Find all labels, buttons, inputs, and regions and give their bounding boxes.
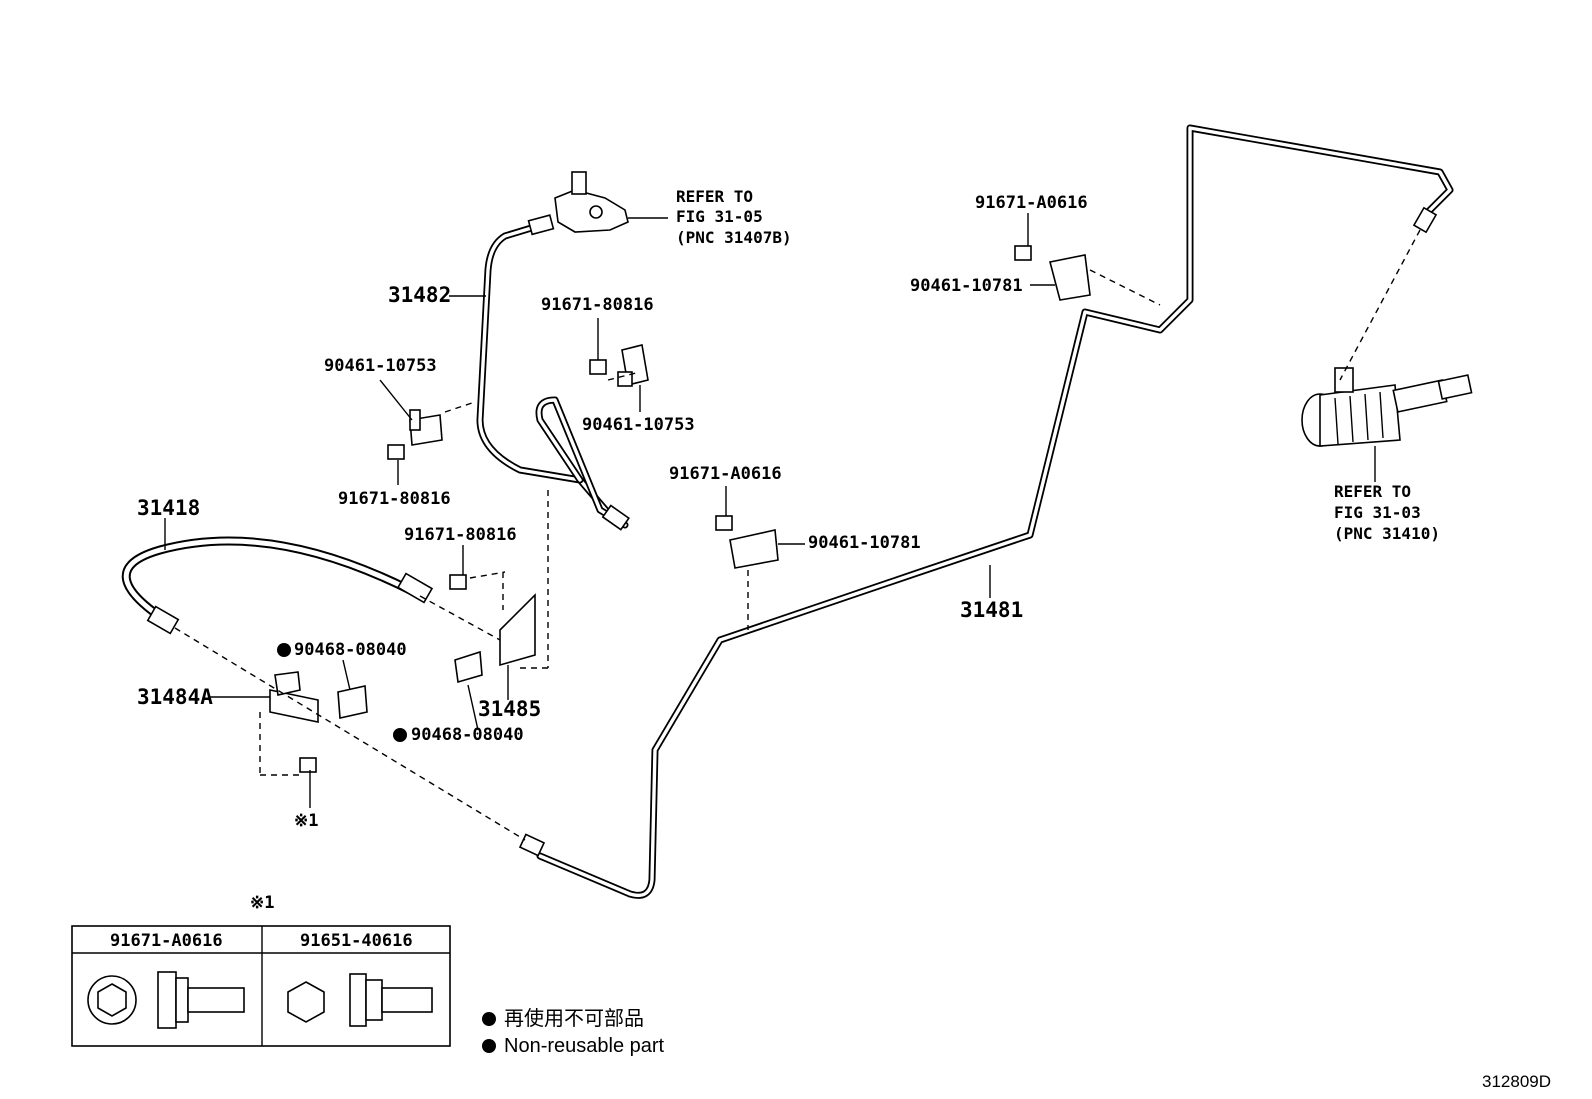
hose-31418 xyxy=(121,536,434,635)
clamp-left-upper xyxy=(409,409,443,446)
dashed-lines xyxy=(174,229,1421,841)
legend-jp: 再使用不可部品 xyxy=(482,1002,664,1031)
table-col1-header: 91671-A0616 xyxy=(110,931,223,951)
clamp-top xyxy=(1014,245,1091,301)
label-note1: ※1 xyxy=(294,811,318,831)
hex-head-icon xyxy=(287,981,325,1023)
label-clip-c: 91671-80816 xyxy=(404,525,517,545)
bracket-31484A xyxy=(269,671,368,723)
non-reusable-dot xyxy=(277,643,291,657)
clamp-center-upper xyxy=(617,344,649,387)
table-note: ※1 xyxy=(250,893,274,913)
label-clip-a: 91671-80816 xyxy=(541,295,654,315)
master-cylinder xyxy=(1301,367,1473,482)
label-washer-a: 90468-08040 xyxy=(294,640,407,660)
refer-right-line1: REFER TO xyxy=(1334,482,1411,501)
label-31418: 31418 xyxy=(137,496,200,520)
label-31485: 31485 xyxy=(478,697,541,721)
label-clamp-b: 90461-10753 xyxy=(582,415,695,435)
pipe-31482 xyxy=(476,214,630,531)
leader-lines xyxy=(164,213,1055,808)
dot-icon xyxy=(482,1012,496,1026)
label-clamp-a: 90461-10753 xyxy=(324,356,437,376)
bolt-icons xyxy=(299,359,607,773)
label-bolt-mid: 91671-A0616 xyxy=(669,464,782,484)
legend: 再使用不可部品 Non-reusable part xyxy=(482,1002,664,1058)
legend-en: Non-reusable part xyxy=(482,1035,664,1058)
refer-top-line3: (PNC 31407B) xyxy=(676,228,792,247)
non-reusable-dot xyxy=(393,728,407,742)
label-31484A: 31484A xyxy=(137,685,213,709)
label-31482: 31482 xyxy=(388,283,451,307)
bracket-31485 xyxy=(454,593,536,684)
dot-icon xyxy=(482,1039,496,1053)
bolt-table: ※1 91671-A0616 91651-40616 xyxy=(71,893,451,1047)
label-clamp-top: 90461-10781 xyxy=(910,276,1023,296)
pipe-31481 xyxy=(518,124,1454,899)
bolt-washer-icon xyxy=(349,973,367,1027)
label-washer-b: 90468-08040 xyxy=(411,725,524,745)
label-bolt-top: 91671-A0616 xyxy=(975,193,1088,213)
label-clip-b: 91671-80816 xyxy=(338,489,451,509)
refer-right-line2: FIG 31-03 xyxy=(1334,503,1421,522)
figure-code: 312809D xyxy=(1482,1072,1552,1091)
label-31481: 31481 xyxy=(960,598,1023,622)
bolt-side-icon xyxy=(157,971,177,1029)
valve-component xyxy=(554,171,668,233)
refer-top-line1: REFER TO xyxy=(676,187,753,206)
table-col2-header: 91651-40616 xyxy=(300,931,413,951)
clamp-mid xyxy=(715,515,779,569)
refer-right-line3: (PNC 31410) xyxy=(1334,524,1440,543)
label-clamp-mid: 90461-10781 xyxy=(808,533,921,553)
refer-top-line2: FIG 31-05 xyxy=(676,207,763,226)
